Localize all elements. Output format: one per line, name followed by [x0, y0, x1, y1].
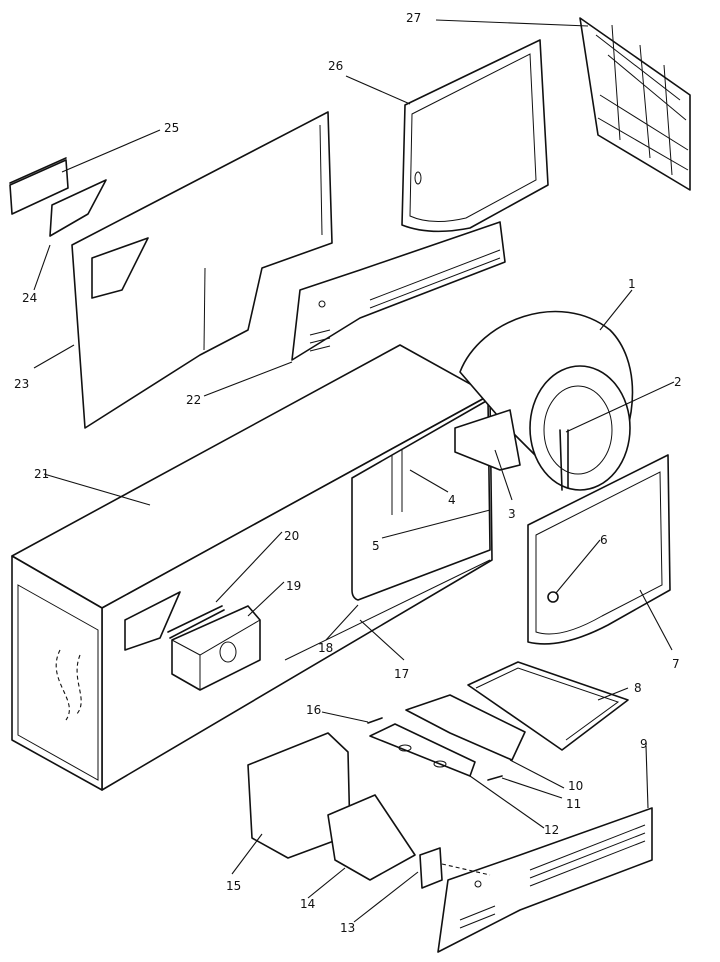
callout-19: 19 — [286, 579, 301, 593]
callout-26: 26 — [328, 59, 343, 73]
callout-6: 6 — [600, 533, 608, 547]
part-19-control-box — [171, 605, 261, 691]
part-7-access-door — [527, 454, 671, 645]
callout-23: 23 — [14, 377, 29, 391]
callout-10: 10 — [568, 779, 583, 793]
part-26-door-panel — [401, 39, 549, 233]
callout-15: 15 — [226, 879, 241, 893]
callout-4: 4 — [448, 493, 456, 507]
callout-3: 3 — [508, 507, 516, 521]
part-27-filter-grille — [579, 17, 691, 191]
callout-22: 22 — [186, 393, 201, 407]
callout-labels: 1 2 3 4 5 6 7 8 9 10 11 12 13 14 15 16 1… — [14, 11, 682, 935]
callout-12: 12 — [544, 823, 559, 837]
part-9-louver-panel — [437, 807, 653, 953]
part-2-motor-mount — [559, 429, 569, 491]
callout-18: 18 — [318, 641, 333, 655]
part-13-bracket — [419, 847, 443, 889]
callout-1: 1 — [628, 277, 636, 291]
callout-27: 27 — [406, 11, 421, 25]
leader-lines — [33, 19, 675, 923]
callout-9: 9 — [640, 737, 648, 751]
callout-13: 13 — [340, 921, 355, 935]
part-21-cabinet — [11, 344, 493, 791]
callout-5: 5 — [372, 539, 380, 553]
part-14-box — [327, 794, 416, 881]
part-22-louver-panel — [291, 221, 506, 361]
part-23-side-panel — [71, 111, 333, 429]
callout-25: 25 — [164, 121, 179, 135]
callout-14: 14 — [300, 897, 315, 911]
part-20-bracket — [167, 605, 225, 639]
part-24-gasket-plate — [49, 179, 107, 237]
part-11-clip — [487, 775, 503, 781]
part-12-rail — [369, 723, 476, 777]
callout-8: 8 — [634, 681, 642, 695]
callout-7: 7 — [672, 657, 680, 671]
callout-17: 17 — [394, 667, 409, 681]
callout-21: 21 — [34, 467, 49, 481]
part-25-small-plate — [9, 157, 69, 215]
callout-11: 11 — [566, 797, 581, 811]
part-10-channel — [405, 694, 526, 761]
callout-2: 2 — [674, 375, 682, 389]
part-16-clip — [367, 717, 383, 724]
part-6-door-knob — [547, 591, 559, 603]
part-1-blower-housing — [459, 310, 634, 491]
callout-20: 20 — [284, 529, 299, 543]
part-8-drain-pan — [467, 661, 629, 751]
part-3-blower-bracket — [454, 409, 521, 471]
callout-24: 24 — [22, 291, 37, 305]
callout-16: 16 — [306, 703, 321, 717]
